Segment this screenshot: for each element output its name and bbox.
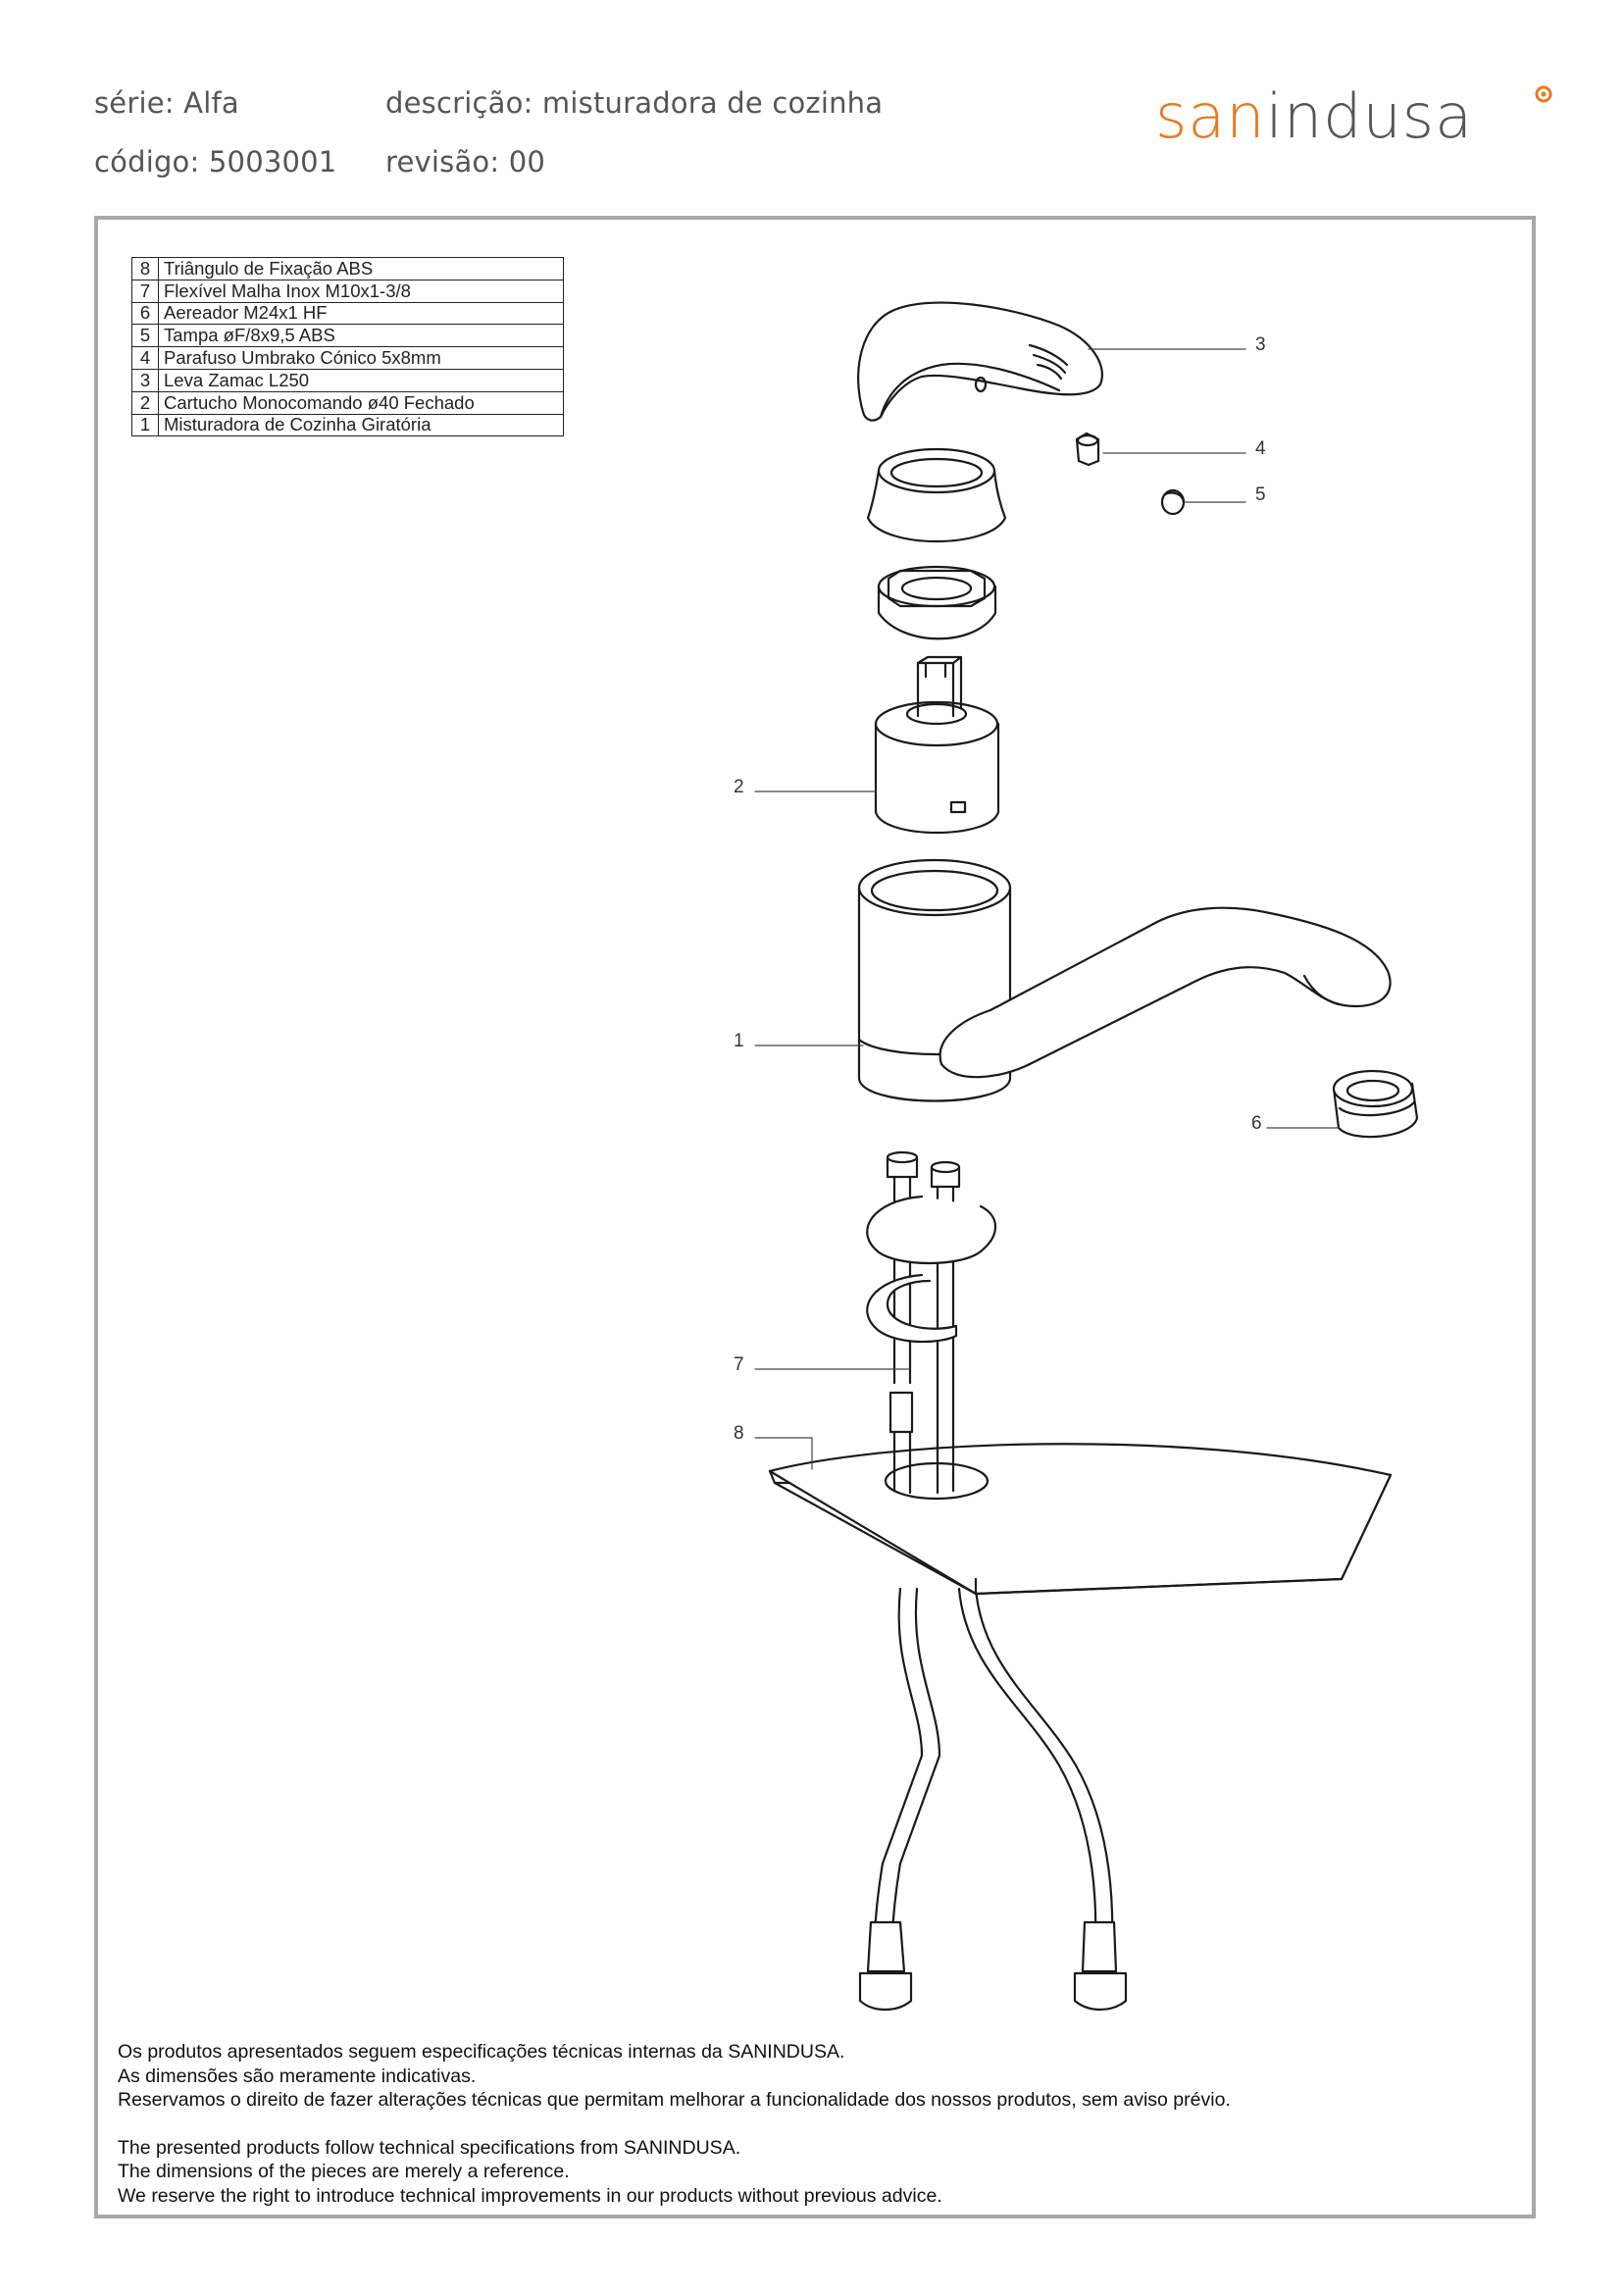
logo-text-san: san [1155, 80, 1266, 149]
triangle-base-part [768, 1391, 1393, 1596]
flexible-hoses-part [858, 1150, 1128, 2012]
locking-nut-part [877, 565, 997, 640]
cap-part [1160, 488, 1186, 516]
serie-label: série: Alfa [94, 86, 239, 120]
logo-text-indusa: indusa [1266, 80, 1473, 149]
clamp-washers-part [866, 1195, 996, 1344]
callout-2: 2 [734, 777, 744, 797]
note-en-dimensions: The dimensions of the pieces are merely … [118, 2161, 570, 2182]
part-number: 1 [131, 413, 159, 437]
note-pt-rights: Reservamos o direito de fazer alterações… [118, 2089, 1231, 2111]
disclaimer-notes: Os produtos apresentados seguem especifi… [118, 2040, 1231, 2208]
drawing-frame [94, 216, 1536, 2218]
callout-5: 5 [1255, 484, 1266, 505]
note-pt-dimensions: As dimensões são meramente indicativas. [118, 2065, 477, 2087]
sanindusa-logo: sanindusa [1155, 80, 1552, 149]
cartridge-part [874, 655, 1000, 834]
part-description: Misturadora de Cozinha Giratória [158, 413, 564, 437]
note-pt-specs: Os produtos apresentados seguem especifi… [118, 2041, 845, 2063]
descricao-label: descrição: misturadora de cozinha [385, 86, 884, 120]
note-en-specs: The presented products follow technical … [118, 2136, 741, 2159]
lever-handle-part [857, 301, 1103, 422]
codigo-label: código: 5003001 [94, 145, 337, 178]
note-en-rights: We reserve the right to introduce techni… [118, 2184, 942, 2207]
part-description: Aereador M24x1 HF [158, 301, 564, 326]
callout-4: 4 [1255, 438, 1266, 459]
aerator-part [1332, 1069, 1419, 1139]
callout-6: 6 [1251, 1113, 1262, 1134]
dome-cover-part [866, 447, 1007, 543]
svg-text:sanindusa: sanindusa [1155, 80, 1473, 149]
logo-mark-icon [1535, 85, 1552, 103]
callout-3: 3 [1255, 334, 1266, 355]
mixer-body-part [857, 858, 1392, 1102]
callout-leader-lines [754, 348, 1340, 1470]
revisao-label: revisão: 00 [385, 145, 546, 178]
callout-8: 8 [734, 1423, 744, 1444]
part-description: Leva Zamac L250 [158, 368, 564, 392]
callout-1: 1 [734, 1031, 744, 1051]
callout-7: 7 [734, 1354, 744, 1375]
part-description: Parafuso Umbrako Cónico 5x8mm [158, 346, 564, 370]
part-description: Flexível Malha Inox M10x1-3/8 [158, 279, 564, 303]
screw-part [1075, 432, 1100, 467]
